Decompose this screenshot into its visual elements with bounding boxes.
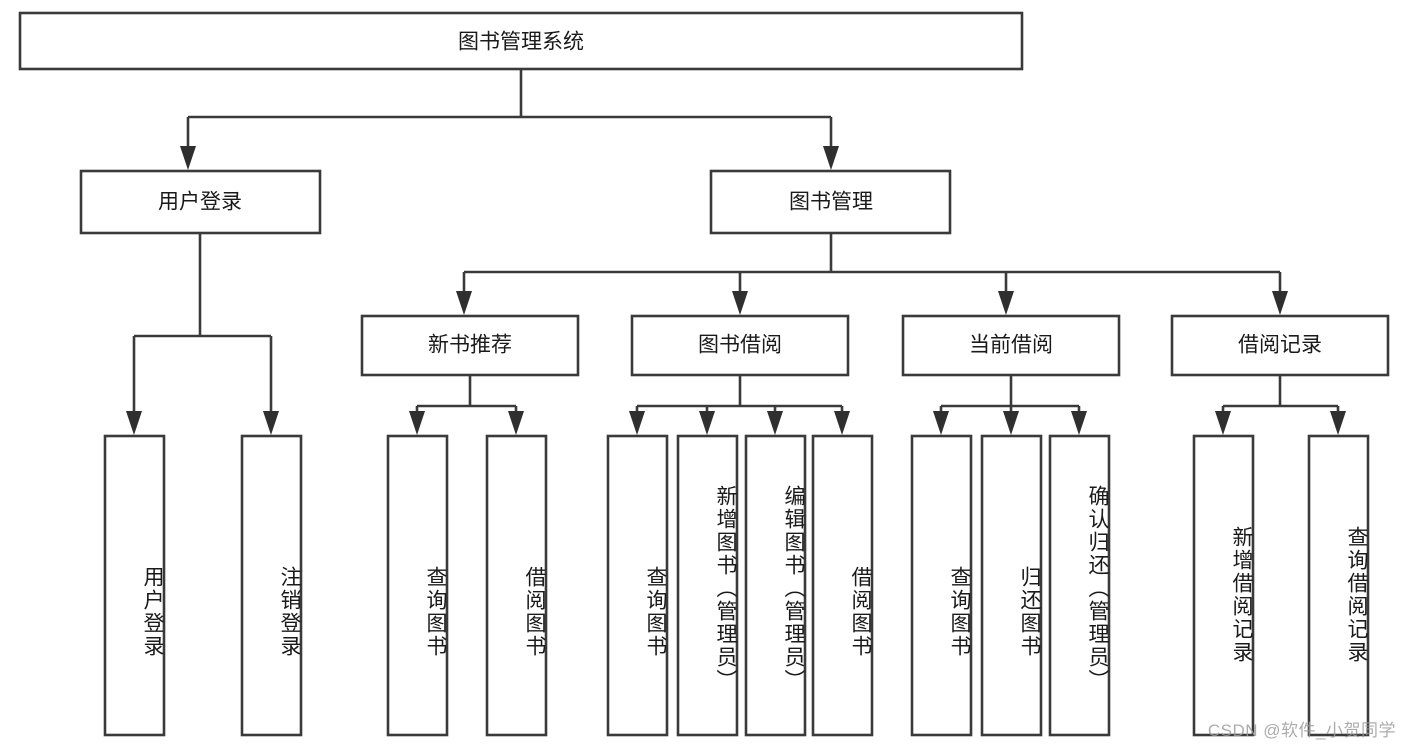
arrow-head-icon: [629, 411, 645, 435]
node-label-current-borrow: 当前借阅: [969, 334, 1053, 357]
arrow-head-icon: [1003, 411, 1019, 435]
leaf-box[interactable]: [485, 434, 548, 737]
connector-user-login-to-leaves: [126, 233, 279, 435]
arrow-head-icon: [699, 411, 715, 435]
arrow-head-icon: [456, 291, 472, 315]
node-root-system[interactable]: 图书管理系统: [18, 11, 1024, 71]
connector-new-book-to-leaves: [409, 375, 524, 435]
node-label-root: 图书管理系统: [458, 31, 584, 54]
arrow-head-icon: [180, 146, 196, 170]
node-book-management[interactable]: 图书管理: [709, 169, 952, 235]
node-label-new-book-recommend: 新书推荐: [428, 334, 512, 357]
arrow-head-icon: [1330, 411, 1346, 435]
arrow-head-icon: [998, 291, 1014, 315]
leaf-box[interactable]: [1307, 434, 1370, 737]
connector-book-borrow-to-leaves: [629, 375, 850, 435]
leaf-boxes-current-borrow: [910, 434, 1111, 737]
node-book-borrow[interactable]: 图书借阅: [630, 314, 850, 377]
leaf-box[interactable]: [910, 434, 973, 737]
leaf-box[interactable]: [1192, 434, 1255, 737]
leaf-box[interactable]: [103, 434, 166, 737]
connector-borrow-record-to-leaves: [1215, 375, 1346, 435]
arrow-head-icon: [1272, 291, 1288, 315]
arrow-head-icon: [834, 411, 850, 435]
leaf-box[interactable]: [1048, 434, 1111, 737]
arrow-head-icon: [1215, 411, 1231, 435]
leaf-box[interactable]: [980, 434, 1043, 737]
connector-root-to-level2: [180, 69, 839, 170]
node-label-book-management: 图书管理: [789, 191, 873, 214]
csdn-watermark: CSDN @软件_小贺同学: [1207, 721, 1396, 740]
arrow-head-icon: [767, 411, 783, 435]
node-new-book-recommend[interactable]: 新书推荐: [360, 314, 580, 377]
arrow-head-icon: [732, 291, 748, 315]
arrow-head-icon: [126, 411, 142, 435]
leaf-box[interactable]: [386, 434, 449, 737]
arrow-head-icon: [263, 411, 279, 435]
node-borrow-record[interactable]: 借阅记录: [1170, 314, 1390, 377]
arrow-head-icon: [933, 411, 949, 435]
arrow-head-icon: [1071, 411, 1087, 435]
node-label-borrow-record: 借阅记录: [1238, 334, 1322, 357]
leaf-boxes-user-login: [103, 434, 303, 737]
leaf-boxes-borrow-record: [1192, 434, 1370, 737]
node-label-user-login: 用户登录: [158, 191, 242, 214]
arrow-head-icon: [508, 411, 524, 435]
arrow-head-icon: [409, 411, 425, 435]
leaf-box[interactable]: [744, 434, 807, 737]
node-user-login[interactable]: 用户登录: [79, 169, 322, 235]
leaf-box[interactable]: [240, 434, 303, 737]
node-current-borrow[interactable]: 当前借阅: [901, 314, 1121, 377]
arrow-head-icon: [823, 146, 839, 170]
leaf-boxes-new-book-recommend: [386, 434, 548, 737]
leaf-boxes-book-borrow: [606, 434, 874, 737]
leaf-box[interactable]: [676, 434, 739, 737]
leaf-box[interactable]: [811, 434, 874, 737]
connector-current-borrow-to-leaves: [933, 375, 1087, 435]
connector-book-mgmt-to-level3: [456, 233, 1288, 315]
leaf-box[interactable]: [606, 434, 669, 737]
node-label-book-borrow: 图书借阅: [698, 334, 782, 357]
